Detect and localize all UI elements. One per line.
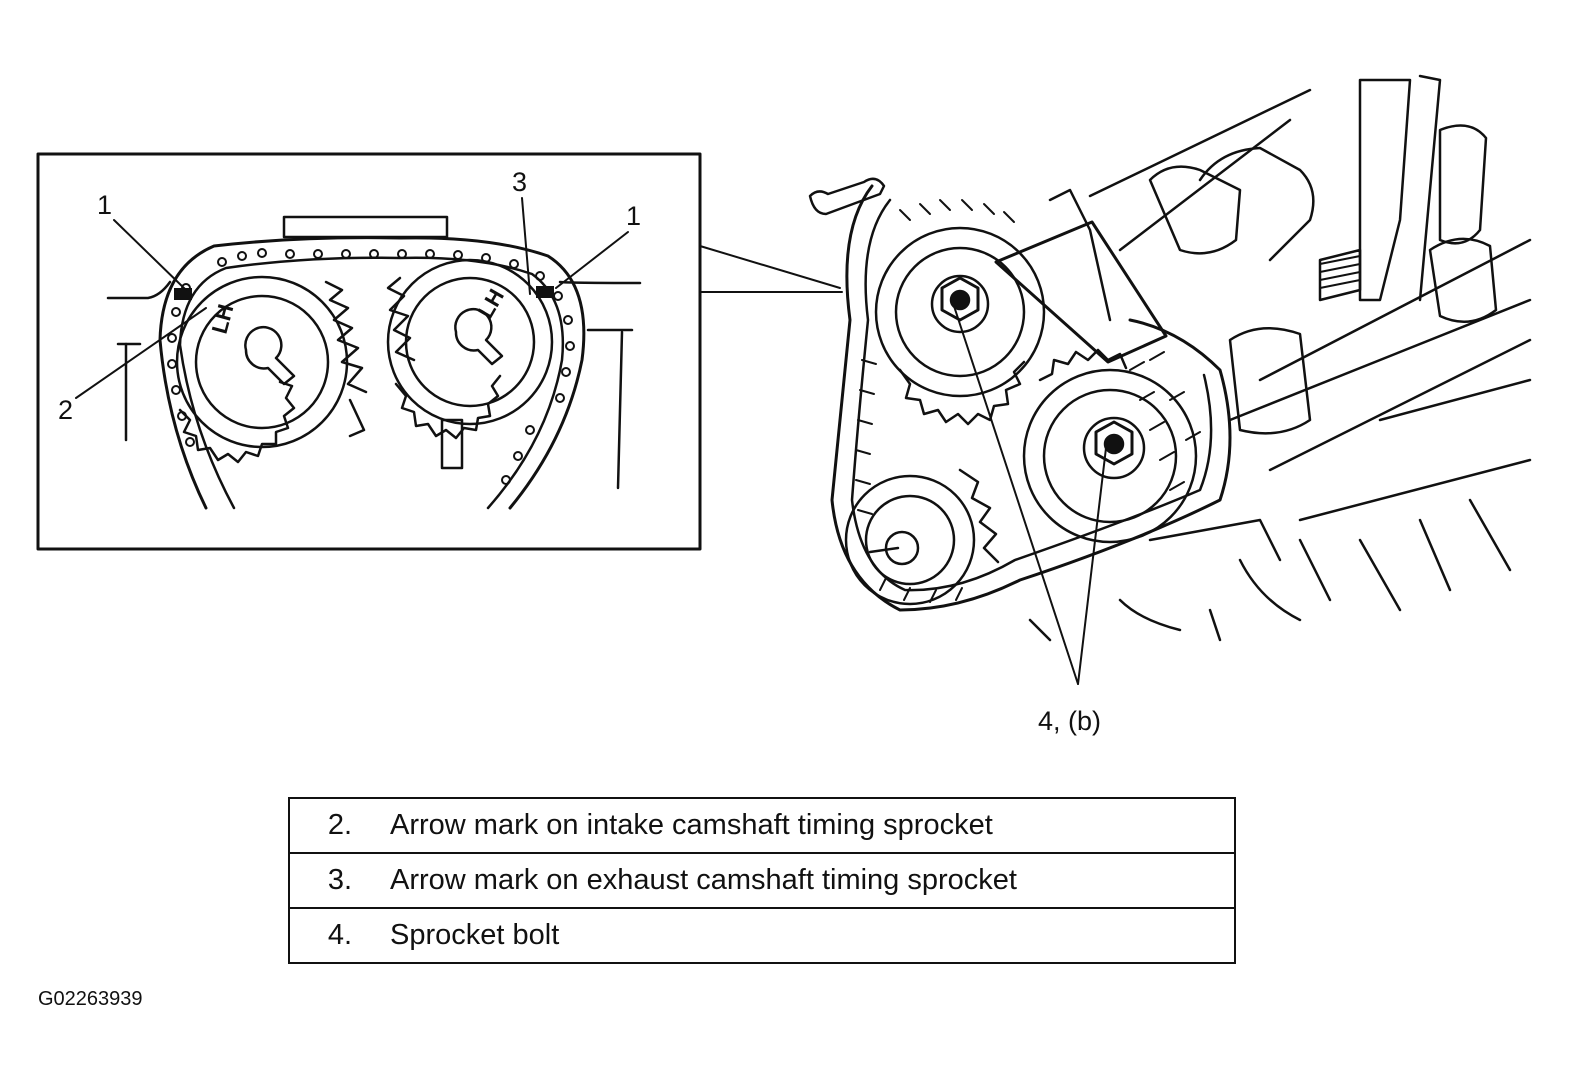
upper-sprocket-bolt — [930, 274, 990, 334]
legend-text: Sprocket bolt — [390, 919, 560, 951]
main-chain-links — [855, 199, 1201, 603]
leader-4-b — [1077, 447, 1107, 685]
leader-1-right — [555, 231, 629, 289]
detail-inset: LH LH 1 3 1 2 — [36, 152, 702, 551]
leader-4-a — [951, 299, 1079, 685]
legend-text: Arrow mark on intake camshaft timing spr… — [390, 809, 993, 841]
legend-table: 2. Arrow mark on intake camshaft timing s… — [288, 797, 1236, 964]
legend-row: 2. Arrow mark on intake camshaft timing s… — [288, 797, 1236, 854]
crank-sprocket — [844, 468, 1000, 606]
legend-number: 3. — [327, 864, 352, 896]
legend-text: Arrow mark on exhaust camshaft timing sp… — [390, 864, 1017, 896]
callout-2: 2 — [58, 395, 73, 425]
intake-lh-mark: LH — [207, 301, 239, 336]
leader-2 — [75, 307, 207, 399]
lower-sprocket-bolt — [1082, 416, 1146, 480]
upper-cam-sprocket — [874, 226, 1046, 426]
legend-row: 3. Arrow mark on exhaust camshaft timing … — [288, 852, 1236, 909]
chain-guide-rail — [282, 215, 449, 239]
exhaust-lh-mark: LH — [473, 285, 509, 323]
callout-1-right: 1 — [626, 201, 641, 231]
callout-1-left: 1 — [97, 190, 112, 220]
figure-id: G02263939 — [38, 988, 143, 1010]
intake-sprocket — [175, 275, 366, 464]
engine-illustration: 4, (b) — [808, 74, 1532, 736]
exhaust-sprocket — [386, 258, 554, 470]
callout-4-b: 4, (b) — [1038, 706, 1101, 736]
inset-connector — [699, 245, 841, 289]
marked-link-right — [536, 286, 554, 298]
lower-cam-sprocket — [1022, 348, 1198, 544]
main-chain-guide — [994, 220, 1168, 364]
chain-links — [167, 248, 575, 485]
main-timing-chain — [830, 184, 1232, 612]
leader-1-left — [113, 219, 187, 291]
leader-3 — [521, 197, 531, 295]
legend-number: 4. — [327, 919, 352, 951]
legend-row: 4. Sprocket bolt — [288, 907, 1236, 964]
marked-link-left — [174, 288, 192, 300]
legend-number: 2. — [327, 809, 352, 841]
callout-3: 3 — [512, 167, 527, 197]
